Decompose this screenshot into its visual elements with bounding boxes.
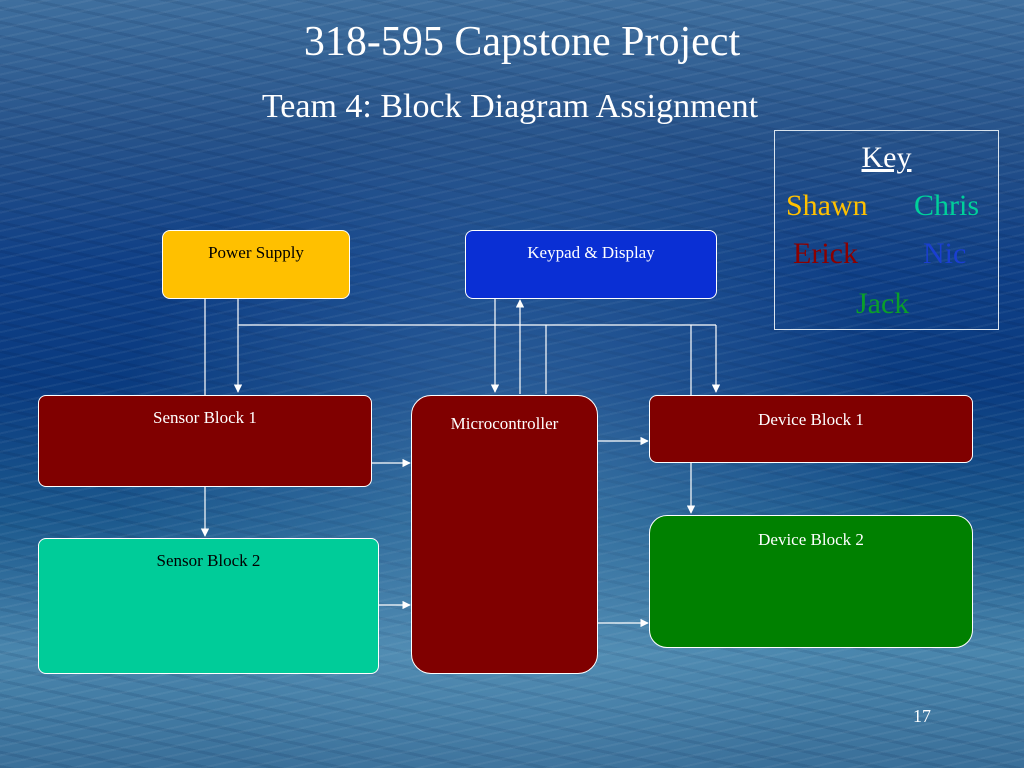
block-label: Device Block 2 (758, 530, 864, 549)
slide-title: 318-595 Capstone Project (303, 19, 741, 65)
block-label: Power Supply (208, 243, 304, 262)
key-member-shawn: Shawn (786, 189, 868, 222)
block-sensor-2: Sensor Block 2 (38, 538, 379, 674)
block-power-supply: Power Supply (162, 230, 350, 299)
block-label: Device Block 1 (758, 410, 864, 429)
key-title: Key (861, 141, 912, 174)
block-device-2: Device Block 2 (649, 515, 973, 648)
key-member-chris: Chris (914, 189, 980, 222)
block-keypad-display: Keypad & Display (465, 230, 717, 299)
key-member-nic: Nic (923, 237, 967, 270)
block-label: Keypad & Display (527, 243, 655, 262)
block-device-1: Device Block 1 (649, 395, 973, 463)
key-legend: Key Shawn Chris Erick Nic Jack (774, 130, 999, 330)
block-label: Sensor Block 2 (156, 551, 261, 570)
block-label: Sensor Block 1 (153, 408, 257, 427)
block-label: Microcontroller (450, 414, 559, 433)
key-member-jack: Jack (856, 287, 910, 320)
key-member-erick: Erick (793, 237, 858, 270)
block-microcontroller: Microcontroller (411, 395, 598, 674)
slide-subtitle: Team 4: Block Diagram Assignment (261, 88, 759, 125)
block-sensor-1: Sensor Block 1 (38, 395, 372, 487)
page-number: 17 (913, 706, 931, 726)
